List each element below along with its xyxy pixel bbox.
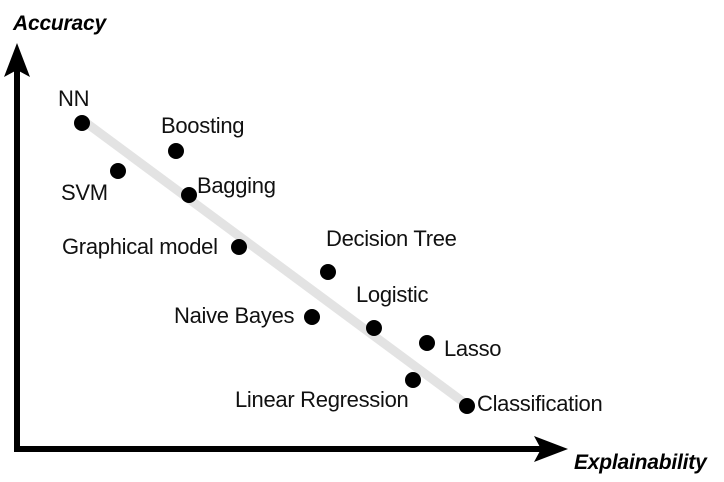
data-point-marker bbox=[110, 163, 126, 179]
x-axis-title: Explainability bbox=[574, 451, 707, 474]
axes bbox=[4, 43, 568, 462]
data-point-label: Decision Tree bbox=[326, 226, 457, 251]
data-point-label: Naive Bayes bbox=[174, 303, 295, 328]
data-point-label: Linear Regression bbox=[235, 387, 409, 412]
data-point-marker bbox=[459, 398, 475, 414]
data-point-marker bbox=[231, 239, 247, 255]
y-axis-arrow-icon bbox=[4, 43, 30, 77]
data-point-label: NN bbox=[58, 86, 90, 111]
data-point-label: Lasso bbox=[444, 336, 502, 361]
data-point-marker bbox=[366, 320, 382, 336]
data-point-marker bbox=[74, 115, 90, 131]
data-point-label: Classification bbox=[477, 391, 603, 416]
data-point-label: Bagging bbox=[197, 173, 276, 198]
data-point-marker bbox=[304, 309, 320, 325]
y-axis-title: Accuracy bbox=[13, 12, 106, 35]
data-point-label: Graphical model bbox=[62, 234, 218, 259]
data-point-marker bbox=[405, 372, 421, 388]
data-point-marker bbox=[168, 143, 184, 159]
x-axis-arrow-icon bbox=[534, 436, 568, 462]
data-point-label: Logistic bbox=[356, 282, 429, 307]
data-point-marker bbox=[181, 187, 197, 203]
data-point-marker bbox=[320, 264, 336, 280]
trend-line bbox=[80, 117, 475, 412]
data-point-label: SVM bbox=[61, 180, 108, 205]
data-point-marker bbox=[419, 335, 435, 351]
data-point-label: Boosting bbox=[161, 113, 245, 138]
